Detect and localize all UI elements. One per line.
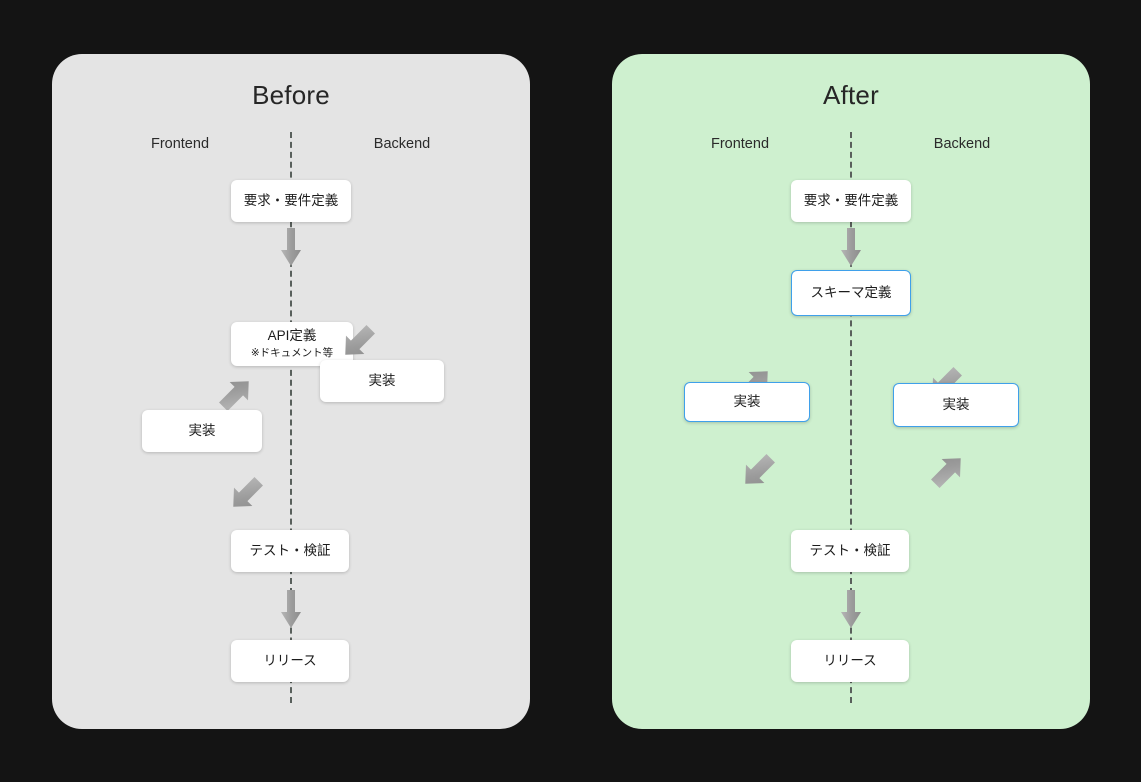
node-implementation-frontend-after[interactable]: 実装 xyxy=(684,382,810,422)
lane-divider-before xyxy=(290,132,292,703)
node-label: スキーマ定義 xyxy=(810,284,892,300)
arrow-diagonal-down-right-icon xyxy=(738,451,778,491)
node-requirements-before[interactable]: 要求・要件定義 xyxy=(231,180,351,222)
node-label: 実装 xyxy=(733,393,761,409)
node-test-verification-after[interactable]: テスト・検証 xyxy=(791,530,909,572)
node-label: 実装 xyxy=(368,372,396,388)
lane-label-frontend-before: Frontend xyxy=(150,136,210,152)
node-implementation-backend-after[interactable]: 実装 xyxy=(893,383,1019,427)
lane-label-backend-after: Backend xyxy=(933,136,991,152)
node-schema-definition-after[interactable]: スキーマ定義 xyxy=(791,270,911,316)
node-label: 要求・要件定義 xyxy=(803,192,899,208)
panel-after: After Frontend Backend 要求・要件定義 スキーマ定義 xyxy=(612,54,1090,729)
lane-divider-after xyxy=(850,132,852,703)
arrow-diagonal-down-right-icon xyxy=(338,322,378,362)
node-label: テスト・検証 xyxy=(809,542,891,558)
arrow-down-icon xyxy=(281,590,301,628)
node-label: リリース xyxy=(263,652,317,668)
node-label: API定義 xyxy=(267,328,317,344)
node-label: リリース xyxy=(823,652,877,668)
panel-after-title: After xyxy=(823,80,879,110)
arrow-down-icon xyxy=(281,228,301,266)
node-label: 要求・要件定義 xyxy=(243,192,339,208)
panel-before: Before Frontend Backend 要求・要件定義 xyxy=(52,54,530,729)
node-api-definition-before[interactable]: API定義 ※ドキュメント等 xyxy=(231,322,353,366)
node-implementation-frontend-before[interactable]: 実装 xyxy=(142,410,262,452)
arrow-down-icon xyxy=(841,590,861,628)
arrow-diagonal-down-left-icon xyxy=(928,451,968,491)
node-sublabel: ※ドキュメント等 xyxy=(250,347,334,360)
node-release-after[interactable]: リリース xyxy=(791,640,909,682)
arrow-down-icon xyxy=(841,228,861,266)
node-test-verification-before[interactable]: テスト・検証 xyxy=(231,530,349,572)
node-label: テスト・検証 xyxy=(249,542,331,558)
node-release-before[interactable]: リリース xyxy=(231,640,349,682)
node-label: 実装 xyxy=(188,422,216,438)
node-implementation-backend-before[interactable]: 実装 xyxy=(320,360,444,402)
lane-label-backend-before: Backend xyxy=(373,136,431,152)
arrow-diagonal-down-left-icon xyxy=(216,374,256,414)
arrow-diagonal-down-right-icon xyxy=(226,474,266,514)
lane-label-frontend-after: Frontend xyxy=(710,136,770,152)
node-requirements-after[interactable]: 要求・要件定義 xyxy=(791,180,911,222)
panel-before-title: Before xyxy=(252,80,330,110)
node-label: 実装 xyxy=(942,396,970,412)
